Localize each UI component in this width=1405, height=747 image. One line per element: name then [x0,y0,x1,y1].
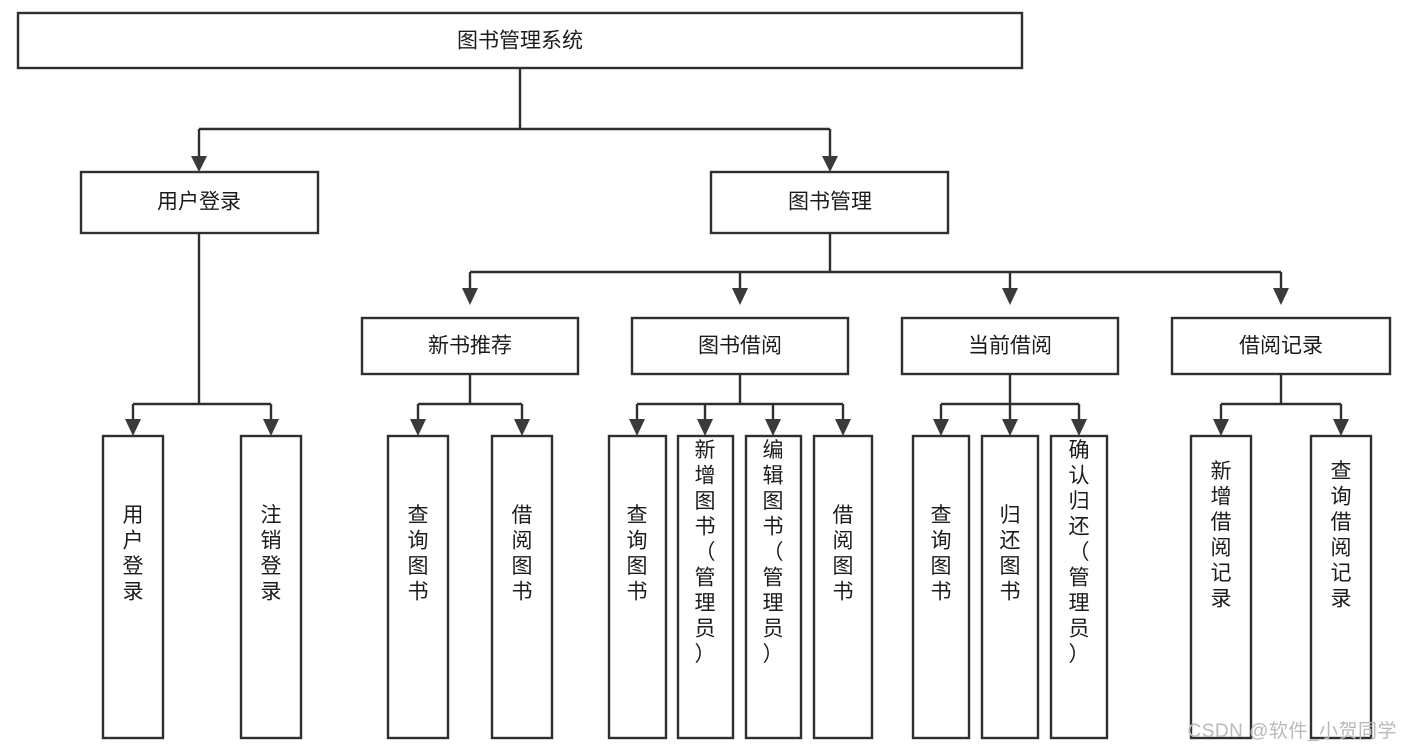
arrow-to-leaf-confirm-return-admin [1071,419,1087,436]
node-new-book-recommend[interactable]: 新书推荐 [360,316,580,376]
leaf-user-login-label: 用户登录 [123,504,144,604]
leaf-borrow-book-2-label: 借阅图书 [833,504,854,604]
leaf-return-book-label: 归还图书 [1000,504,1021,604]
root-node-label: 图书管理系统 [457,30,583,53]
book-management-box[interactable] [709,170,950,235]
leaf-logout-login-label: 注销登录 [261,504,282,604]
arrow-to-book-management [822,156,838,172]
new-book-recommend-box[interactable] [360,316,580,376]
leaf-query-book-3-box[interactable] [911,434,971,740]
leaf-confirm-return-admin-box[interactable] [1049,434,1109,740]
borrow-record-box[interactable] [1170,316,1392,376]
leaf-logout-login[interactable]: 注销登录 [239,434,303,740]
book-management-label: 图书管理 [788,191,872,214]
user-login-label: 用户登录 [157,191,241,214]
leaf-edit-book-admin-label: 编辑图书（管理员） [763,439,784,666]
leaf-query-book-1-label: 查询图书 [408,504,429,604]
leaf-add-book-admin-label: 新增图书（管理员） [695,439,716,666]
leaf-borrow-book-2[interactable]: 借阅图书 [812,434,874,740]
root-node-box[interactable] [16,11,1024,70]
arrow-to-leaf-borrow-book-1 [514,419,530,436]
leaf-confirm-return-admin[interactable]: 确认归还（管理员） [1049,434,1109,740]
arrow-to-leaf-query-borrow-record [1333,419,1349,436]
leaf-borrow-book-1[interactable]: 借阅图书 [490,434,554,740]
arrow-to-leaf-add-book-admin [697,419,713,436]
arrow-to-leaf-query-book-2 [629,419,645,436]
arrow-to-leaf-return-book [1002,419,1018,436]
arrow-to-leaf-query-book-1 [410,419,426,436]
leaf-query-borrow-record-label: 查询借阅记录 [1331,460,1352,611]
arrow-to-current-borrow [1002,288,1018,305]
leaf-query-book-2[interactable]: 查询图书 [607,434,668,740]
leaf-return-book-box[interactable] [980,434,1040,740]
leaf-borrow-book-1-box[interactable] [490,434,554,740]
arrow-to-borrow-record [1273,288,1289,305]
arrow-to-leaf-query-book-3 [933,419,949,436]
leaf-edit-book-admin-box[interactable] [744,434,803,740]
leaf-borrow-book-1-label: 借阅图书 [512,504,533,604]
leaf-borrow-book-2-box[interactable] [812,434,874,740]
user-login-box[interactable] [79,170,320,235]
leaf-add-borrow-record-label: 新增借阅记录 [1211,460,1232,611]
node-book-borrow[interactable]: 图书借阅 [630,316,850,376]
leaf-confirm-return-admin-label: 确认归还（管理员） [1069,439,1090,666]
node-root-system[interactable]: 图书管理系统 [16,11,1024,70]
leaf-user-login[interactable]: 用户登录 [101,434,165,740]
arrow-to-new-book-recommend [462,288,478,305]
arrow-to-leaf-borrow-book-2 [835,419,851,436]
book-borrow-box[interactable] [630,316,850,376]
leaf-edit-book-admin[interactable]: 编辑图书（管理员） [744,434,803,740]
leaf-query-book-3-label: 查询图书 [931,504,952,604]
node-current-borrow[interactable]: 当前借阅 [900,316,1120,376]
leaf-user-login-box[interactable] [101,434,165,740]
leaf-query-book-1[interactable]: 查询图书 [386,434,450,740]
borrow-record-label: 借阅记录 [1239,335,1323,358]
book-borrow-label: 图书借阅 [698,335,782,358]
leaf-query-borrow-record[interactable]: 查询借阅记录 [1309,434,1373,740]
node-user-login[interactable]: 用户登录 [79,170,320,235]
arrow-to-book-borrow [732,288,748,305]
arrow-to-user-login [191,156,207,172]
arrow-to-leaf-logout-login [263,419,279,436]
arrow-to-leaf-edit-book-admin [765,419,781,436]
leaf-add-borrow-record[interactable]: 新增借阅记录 [1189,434,1253,740]
arrow-to-leaf-add-borrow-record [1213,419,1229,436]
node-book-management[interactable]: 图书管理 [709,170,950,235]
leaf-query-book-2-label: 查询图书 [627,504,648,604]
current-borrow-label: 当前借阅 [968,335,1052,358]
leaf-query-book-2-box[interactable] [607,434,668,740]
leaf-query-book-3[interactable]: 查询图书 [911,434,971,740]
leaf-add-book-admin[interactable]: 新增图书（管理员） [676,434,735,740]
leaf-query-book-1-box[interactable] [386,434,450,740]
connector-layer [125,68,1349,436]
leaf-add-book-admin-box[interactable] [676,434,735,740]
leaf-add-borrow-record-box[interactable] [1189,434,1253,740]
arrow-to-leaf-user-login [125,419,141,436]
leaf-query-borrow-record-box[interactable] [1309,434,1373,740]
new-book-recommend-label: 新书推荐 [428,335,512,358]
node-borrow-record[interactable]: 借阅记录 [1170,316,1392,376]
current-borrow-box[interactable] [900,316,1120,376]
leaf-logout-login-box[interactable] [239,434,303,740]
leaf-return-book[interactable]: 归还图书 [980,434,1040,740]
